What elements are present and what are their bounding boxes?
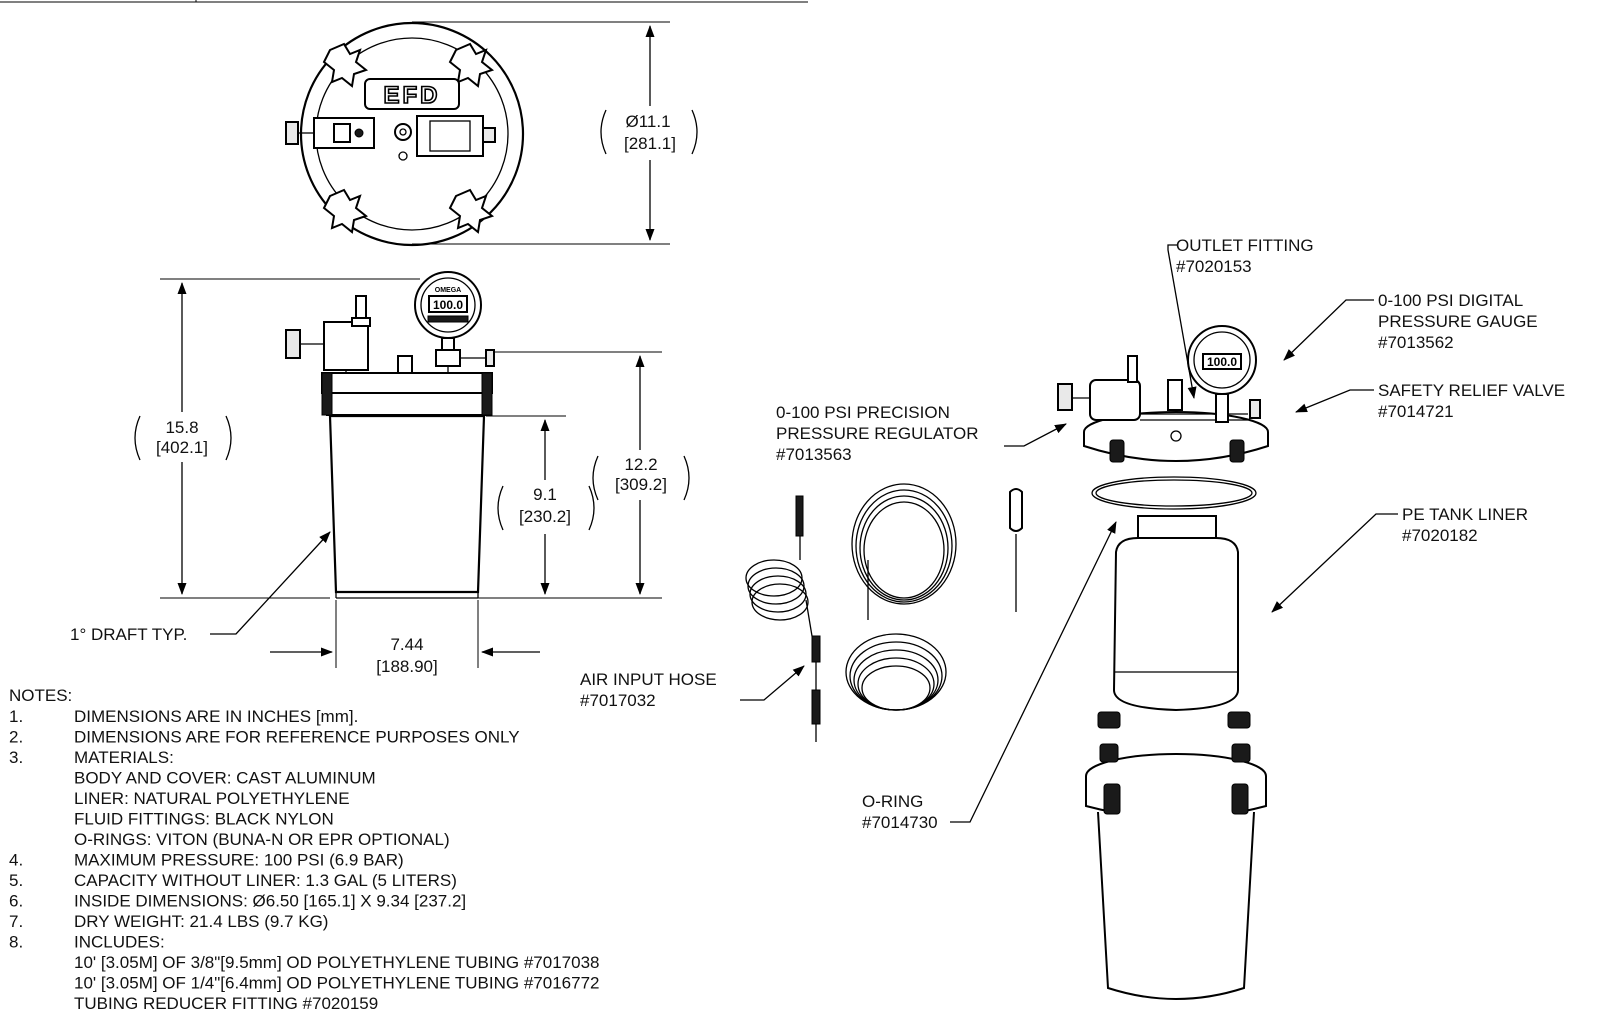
note-number: 4. xyxy=(9,851,23,870)
note-text: MATERIALS: xyxy=(74,748,174,767)
note-number: 6. xyxy=(9,892,23,911)
diameter-mm: [281.1] xyxy=(624,134,676,153)
regulator-side-icon xyxy=(323,321,369,371)
regulator-label-1: 0-100 PSI PRECISION xyxy=(776,403,950,422)
regulator-label-2: PRESSURE REGULATOR xyxy=(776,424,978,443)
callout-air-hose: AIR INPUT HOSE #7017032 xyxy=(580,665,805,710)
top-view: EFD xyxy=(285,21,525,247)
o-ring-label: O-RING xyxy=(862,792,923,811)
relief-valve-icon xyxy=(1249,399,1261,419)
note-text: DRY WEIGHT: 21.4 LBS (9.7 KG) xyxy=(74,912,328,931)
callout-regulator: 0-100 PSI PRECISION PRESSURE REGULATOR #… xyxy=(776,403,1067,464)
regulator-part: #7013563 xyxy=(776,445,852,464)
gauge-top-icon xyxy=(416,115,484,157)
note-text: DIMENSIONS ARE IN INCHES [mm]. xyxy=(74,707,358,726)
overall-height-value: 15.8 xyxy=(165,418,198,437)
base-width-mm: [188.90] xyxy=(376,657,437,676)
diameter-value: Ø11.1 xyxy=(625,112,670,131)
note-text: FLUID FITTINGS: BLACK NYLON xyxy=(74,810,334,829)
dimension-body-height: 12.2 [309.2] xyxy=(478,351,690,599)
gauge-reading-exploded: 100.0 xyxy=(1207,355,1237,369)
note-number: 8. xyxy=(9,933,23,952)
draft-label: 1° DRAFT TYP. xyxy=(70,625,187,644)
note-text: INCLUDES: xyxy=(74,933,165,952)
note-number: 5. xyxy=(9,871,23,890)
tank-body-icon xyxy=(1085,711,1267,1000)
tubing-coil-small-icon xyxy=(845,633,947,711)
relief-valve-label: SAFETY RELIEF VALVE xyxy=(1378,381,1565,400)
logo-text: EFD xyxy=(384,82,441,109)
callout-tank-liner: PE TANK LINER #7020182 xyxy=(1271,505,1528,613)
dimension-overall-height: 15.8 [402.1] xyxy=(134,278,420,599)
outlet-fitting-part: #7020153 xyxy=(1176,257,1252,276)
tank-liner-part: #7020182 xyxy=(1402,526,1478,545)
tank-liner-label: PE TANK LINER xyxy=(1402,505,1528,524)
pressure-gauge-label-1: 0-100 PSI DIGITAL xyxy=(1378,291,1523,310)
body-height-value: 12.2 xyxy=(624,455,657,474)
overall-height-mm: [402.1] xyxy=(156,438,208,457)
base-width-value: 7.44 xyxy=(390,635,423,654)
gauge-brand: OMEGA xyxy=(435,287,461,294)
pressure-gauge-part: #7013562 xyxy=(1378,333,1454,352)
dimension-liner-height: 9.1 [230.2] xyxy=(486,415,595,595)
air-hose-icon xyxy=(745,495,821,742)
dimension-base-width: 7.44 [188.90] xyxy=(270,600,540,676)
notes-heading: NOTES: xyxy=(9,686,72,705)
note-number: 7. xyxy=(9,912,23,931)
reducer-fitting-icon xyxy=(1009,488,1023,612)
o-ring-part: #7014730 xyxy=(862,813,938,832)
air-hose-label: AIR INPUT HOSE xyxy=(580,670,717,689)
callout-relief-valve: SAFETY RELIEF VALVE #7014721 xyxy=(1295,381,1565,421)
note-number: 3. xyxy=(9,748,23,767)
gauge-reading: 100.0 xyxy=(433,298,463,312)
exploded-view: 100.0 xyxy=(745,325,1269,1000)
regulator-icon xyxy=(1089,379,1141,421)
note-text: TUBING REDUCER FITTING #7020159 xyxy=(74,994,378,1013)
tank-liner-icon xyxy=(1112,515,1239,712)
notes-block: NOTES: 1. DIMENSIONS ARE IN INCHES [mm]. 2… xyxy=(9,686,599,1013)
o-ring-icon xyxy=(1091,476,1257,510)
note-text: INSIDE DIMENSIONS: Ø6.50 [165.1] X 9.34 … xyxy=(74,892,466,911)
body-height-mm: [309.2] xyxy=(615,475,667,494)
note-number: 2. xyxy=(9,728,23,747)
clamp-knob-icon xyxy=(322,42,495,234)
outlet-fitting-label: OUTLET FITTING xyxy=(1176,236,1314,255)
liner-height-value: 9.1 xyxy=(533,485,557,504)
dimension-diameter: Ø11.1 [281.1] xyxy=(412,21,698,245)
note-number: 1. xyxy=(9,707,23,726)
tubing-coil-large-icon xyxy=(851,483,957,620)
outlet-fitting-icon xyxy=(1167,379,1183,411)
draft-callout: 1° DRAFT TYP. xyxy=(70,531,331,644)
title-block-edge xyxy=(0,0,808,3)
relief-valve-part: #7014721 xyxy=(1378,402,1454,421)
side-view: OMEGA 100.0 xyxy=(285,271,495,599)
note-text: LINER: NATURAL POLYETHYLENE xyxy=(74,789,350,808)
liner-height-mm: [230.2] xyxy=(519,507,571,526)
pressure-gauge-label-2: PRESSURE GAUGE xyxy=(1378,312,1538,331)
callout-o-ring: O-RING #7014730 xyxy=(862,521,1117,832)
callout-outlet-fitting: OUTLET FITTING #7020153 xyxy=(1167,236,1314,399)
note-text: CAPACITY WITHOUT LINER: 1.3 GAL (5 LITER… xyxy=(74,871,457,890)
note-text: BODY AND COVER: CAST ALUMINUM xyxy=(74,769,376,788)
callout-pressure-gauge: 0-100 PSI DIGITAL PRESSURE GAUGE #701356… xyxy=(1283,291,1538,361)
air-hose-part: #7017032 xyxy=(580,691,656,710)
note-text: MAXIMUM PRESSURE: 100 PSI (6.9 BAR) xyxy=(74,851,404,870)
outlet-fitting-top-icon xyxy=(394,123,412,141)
outlet-fitting-side-icon xyxy=(397,355,413,374)
note-text: 10' [3.05M] OF 1/4"[6.4mm] OD POLYETHYLE… xyxy=(74,974,599,993)
note-text: DIMENSIONS ARE FOR REFERENCE PURPOSES ON… xyxy=(74,728,520,747)
logo-plate xyxy=(364,78,460,110)
note-text: O-RINGS: VITON (BUNA-N OR EPR OPTIONAL) xyxy=(74,830,450,849)
note-text: 10' [3.05M] OF 3/8"[9.5mm] OD POLYETHYLE… xyxy=(74,953,599,972)
